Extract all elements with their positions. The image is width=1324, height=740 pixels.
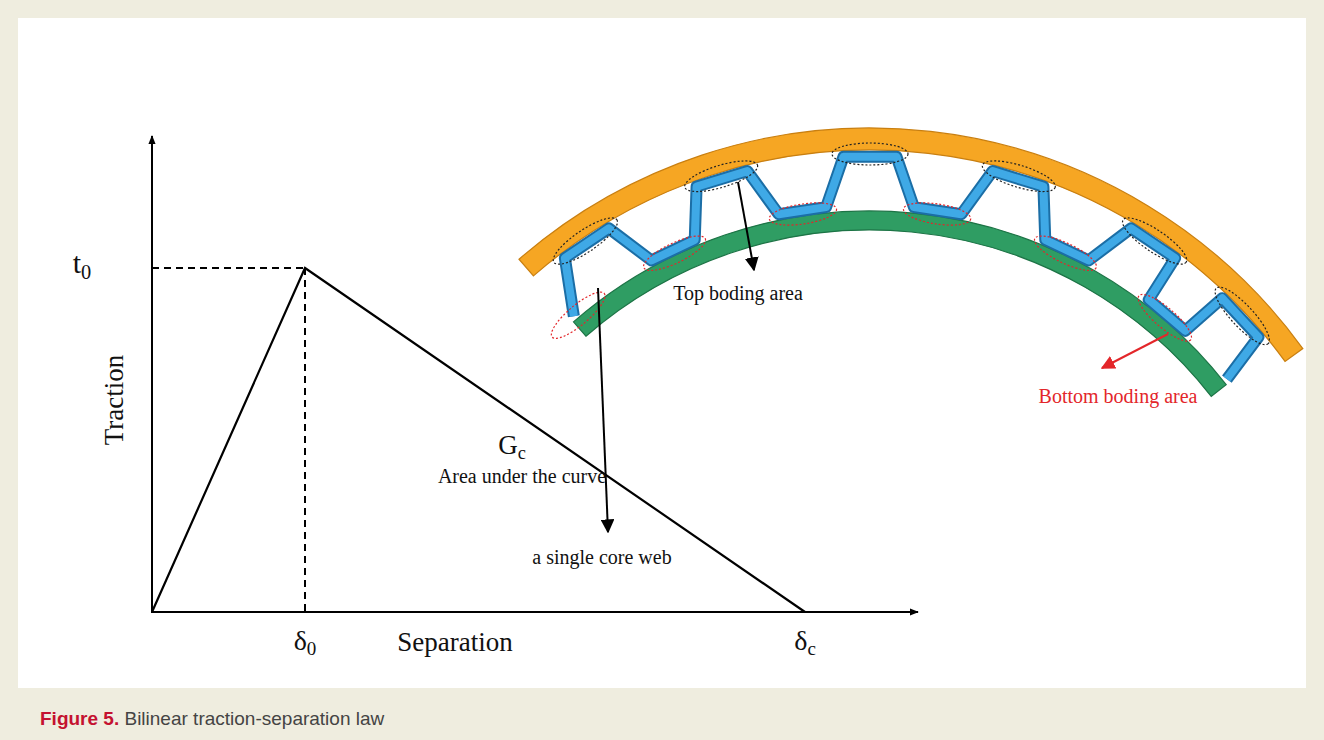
energy-symbol: Gc — [498, 431, 526, 463]
separation-symbol: δc — [794, 626, 816, 660]
bottom-bond-marker — [1133, 288, 1198, 347]
top-bond-marker — [1117, 211, 1192, 272]
bottom-bond-marker — [640, 230, 710, 277]
figure-caption: Figure 5. Bilinear traction-separation l… — [40, 708, 384, 730]
dashed-guide — [152, 267, 305, 269]
part-label: Bottom boding area — [1039, 385, 1198, 407]
bottom-bond-marker — [902, 199, 972, 229]
top-bond-marker — [832, 143, 908, 165]
top-bond-marker — [682, 155, 761, 198]
top-bond-marker — [1208, 281, 1276, 352]
axis-label: Traction — [100, 355, 130, 446]
leader-arrow — [1102, 334, 1168, 368]
leader-arrow — [598, 288, 608, 532]
axis-label: Separation — [397, 628, 512, 658]
bottom-face-sheet — [573, 211, 1226, 396]
part-label: a single core web — [532, 546, 671, 568]
bottom-bond-marker — [1030, 230, 1100, 277]
top-bond-marker — [979, 155, 1058, 198]
separation-symbol: δ0 — [294, 626, 317, 660]
bilinear-curve — [152, 268, 805, 612]
leader-arrows — [598, 182, 1168, 532]
curved-sandwich — [519, 128, 1303, 396]
y-axis — [151, 136, 153, 613]
core-web — [565, 157, 1259, 379]
part-label: Top boding area — [673, 282, 803, 304]
bottom-bond-marker — [768, 199, 838, 229]
core-web-outline — [565, 157, 1259, 379]
leader-arrow — [738, 182, 754, 270]
dashed-guide — [304, 268, 306, 612]
area-note: Area under the curve — [438, 465, 606, 487]
traction-symbol: t0 — [73, 246, 92, 283]
figure-panel — [18, 18, 1306, 688]
top-bond-marker — [548, 211, 623, 272]
